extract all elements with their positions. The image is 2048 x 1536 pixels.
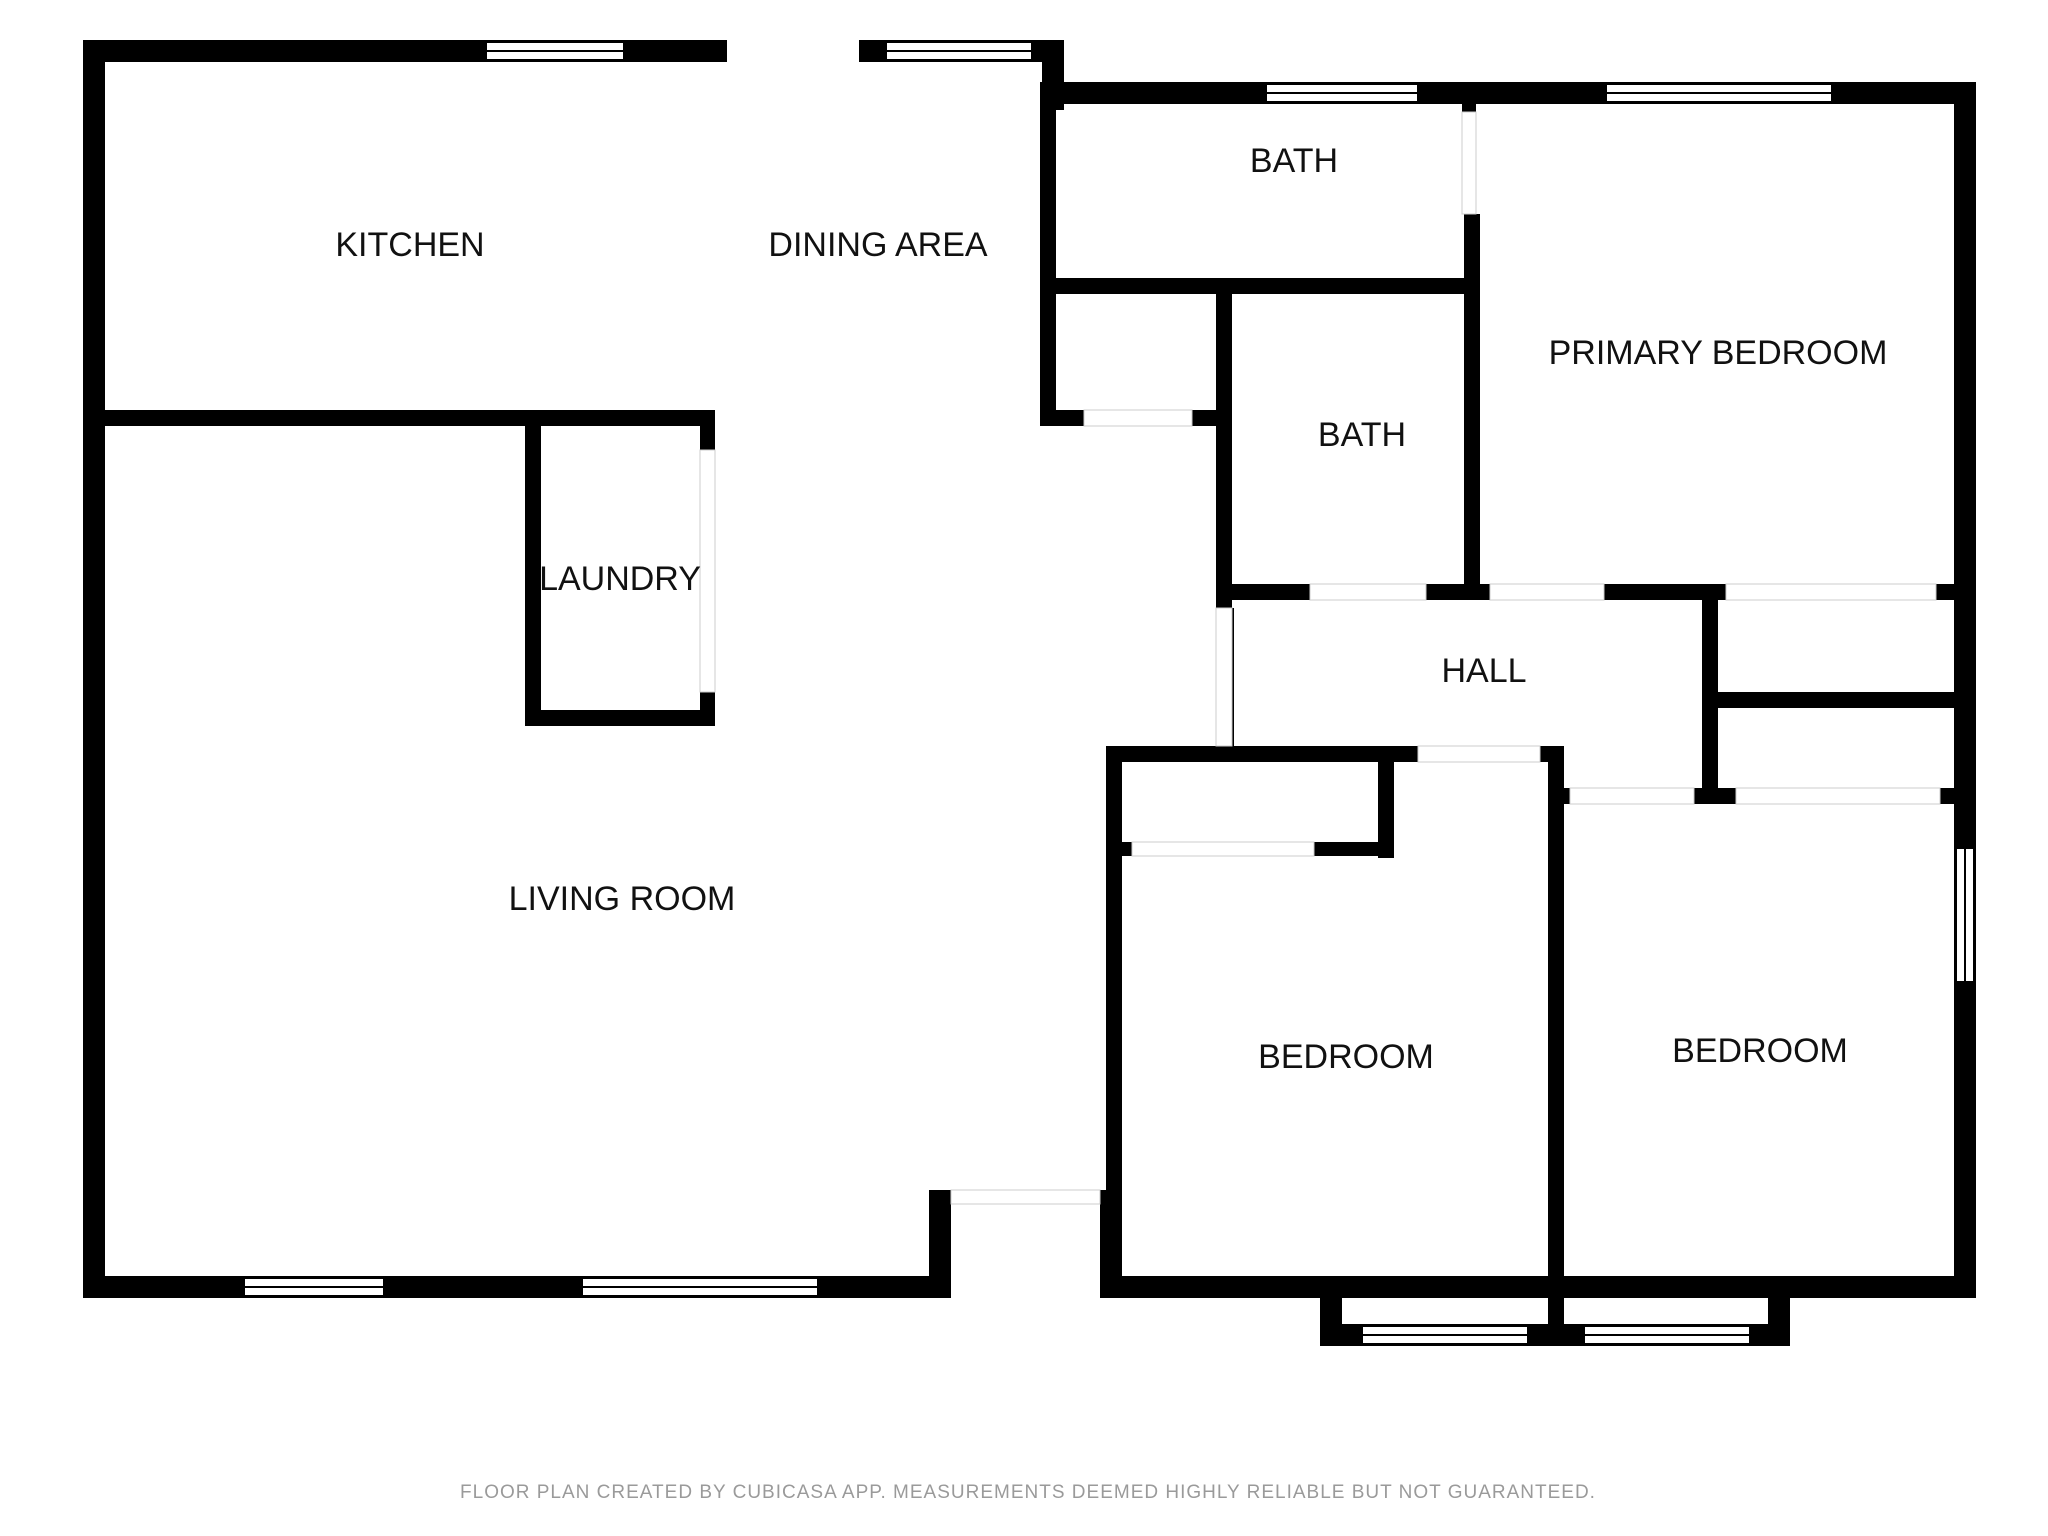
wall-hall-bottom-a [1106,746,1418,762]
label-bedroom-right: BEDROOM [1672,1032,1848,1070]
label-living-room: LIVING ROOM [509,880,736,918]
wall-hall-top-a [1224,584,1310,600]
label-laundry: LAUNDRY [539,560,701,598]
opening-bedroom-right [1569,787,1695,805]
window-primary-top [1605,83,1833,103]
window-bedroom-right-side [1955,847,1975,983]
wall-laundry-right-top [700,410,715,450]
window-bedroom-bay-a [1361,1325,1529,1345]
window-kitchen-top [485,41,625,61]
window-bath-top [1265,83,1419,103]
opening-linen-bottom [1735,787,1941,805]
opening-entry [950,1189,1101,1205]
wall-hall-top-d [1936,584,1966,600]
wall-entry-left-jamb [929,1190,951,1298]
wall-kitchen-living [83,410,715,426]
opening-bath-mid [1309,583,1427,601]
wall-bedroom-left-w [1106,746,1122,1298]
wall-bedroom-right-top [1556,788,1570,804]
wall-dining-right [1040,82,1056,424]
wall-laundry-bottom [525,710,715,726]
opening-laundry [699,449,716,693]
opening-closet [1083,409,1193,427]
footer-disclaimer: FLOOR PLAN CREATED BY CUBICASA APP. MEAS… [460,1482,1596,1503]
windows [243,41,1975,1345]
opening-bath-primary [1461,111,1477,215]
wall-bottom-right [1100,1276,1976,1298]
wall-bedroom-closet-bottom-a [1106,842,1132,856]
window-living-bottom-b [581,1277,819,1297]
openings [699,40,1941,1205]
opening-linen [1725,583,1937,601]
wall-bedroom-closet-bottom-b [1314,842,1394,856]
wall-closet-right [1216,286,1232,608]
label-kitchen: KITCHEN [335,226,484,264]
wall-bath-divider [1040,278,1474,294]
opening-dining-top [727,40,859,62]
label-bedroom-left: BEDROOM [1258,1038,1434,1076]
wall-laundry-right-bottom [700,692,715,726]
wall-laundry-left [525,418,541,724]
wall-linen-bottom-a [1694,788,1736,804]
wall-top-right [1042,82,1976,104]
wall-hall-top-c [1604,584,1726,600]
wall-right [1954,82,1976,1298]
wall-hall-top-b [1426,584,1490,600]
label-primary-bedroom: PRIMARY BEDROOM [1549,334,1888,372]
label-dining-area: DINING AREA [768,226,987,264]
window-dining-top [885,41,1033,61]
opening-hall-left [1215,607,1233,747]
wall-left [83,40,105,1298]
wall-linen-mid [1702,692,1966,708]
wall-linen-bottom-b [1940,788,1966,804]
wall-bath-primary-top [1462,96,1476,112]
window-living-bottom-a [243,1277,385,1297]
window-bedroom-bay-b [1583,1325,1751,1345]
opening-primary [1489,583,1605,601]
wall-closet-bottom-left [1040,410,1084,426]
wall-bath-primary [1464,214,1480,598]
wall-bottom-left [83,1276,951,1298]
wall-bedroom-closet-right [1378,754,1394,858]
label-hall: HALL [1441,652,1526,690]
label-bath-middle: BATH [1318,416,1406,454]
opening-bedroom-closet [1131,841,1315,857]
room-labels: KITCHEN DINING AREA BATH BATH PRIMARY BE… [335,142,1887,1076]
opening-bedroom-left [1417,745,1541,763]
wall-bedroom-divider [1548,746,1564,1344]
label-bath-top: BATH [1250,142,1338,180]
